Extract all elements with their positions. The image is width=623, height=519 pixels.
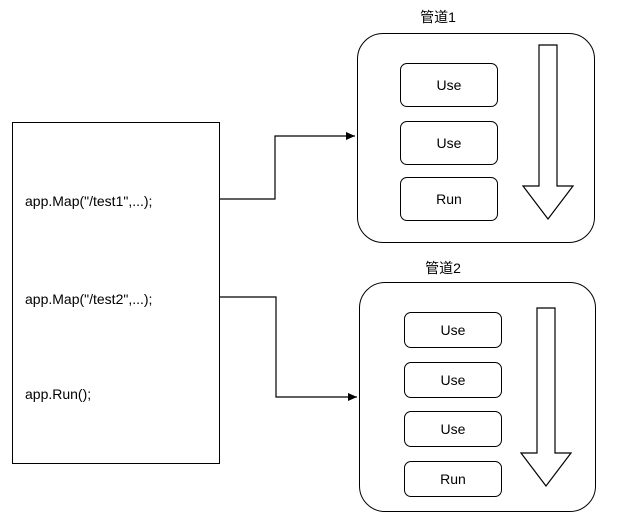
- pipeline-1: Use Use Run: [357, 33, 595, 243]
- pipeline-2-step-run: Run: [404, 461, 502, 497]
- pipeline-2-step-use-3: Use: [404, 411, 502, 447]
- pipeline-1-title: 管道1: [420, 9, 456, 25]
- pipeline-2-flow-arrow-icon: [519, 307, 573, 487]
- source-code-box: app.Map("/test1",...); app.Map("/test2",…: [12, 122, 220, 464]
- pipeline-2: Use Use Use Run: [359, 282, 596, 512]
- pipeline-1-step-run: Run: [400, 177, 498, 221]
- code-line-map-test2: app.Map("/test2",...);: [25, 291, 153, 307]
- pipeline-2-step-use-1: Use: [404, 312, 502, 348]
- pipeline-1-flow-arrow-icon: [521, 44, 575, 220]
- connector-to-pipeline-1: [191, 132, 355, 200]
- pipeline-2-title: 管道2: [425, 260, 461, 276]
- pipeline-1-step-use-2: Use: [400, 121, 498, 165]
- connector-to-pipeline-2: [191, 296, 357, 401]
- code-line-map-test1: app.Map("/test1",...);: [25, 193, 153, 209]
- pipeline-1-step-use-1: Use: [400, 63, 498, 107]
- pipeline-2-step-use-2: Use: [404, 362, 502, 398]
- code-line-run: app.Run();: [25, 386, 92, 402]
